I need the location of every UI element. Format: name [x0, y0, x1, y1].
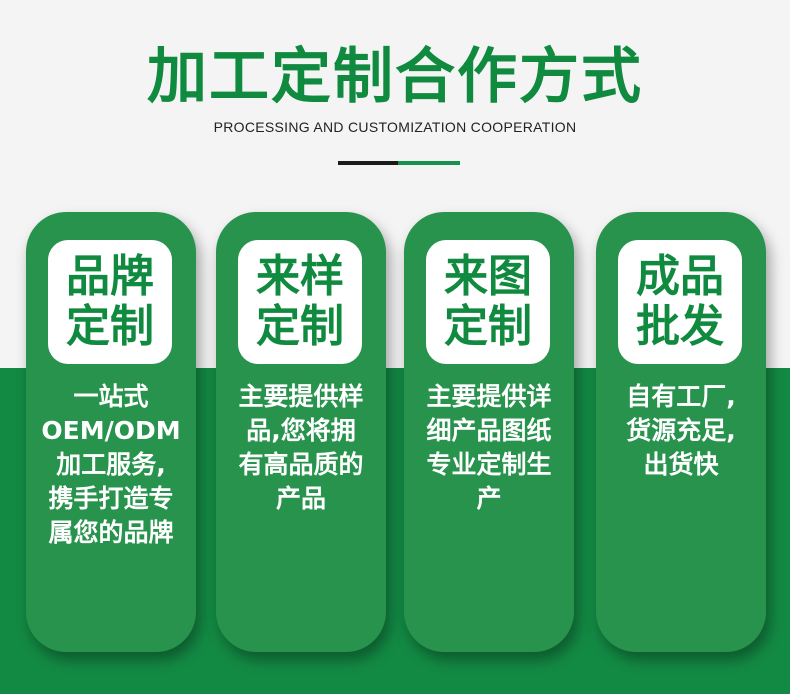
- badge-line: 定制: [66, 301, 154, 352]
- title-divider-dark: [338, 161, 398, 165]
- desc-line: 携手打造专: [48, 484, 174, 513]
- badge-line: 成品: [636, 251, 724, 302]
- page-title: 加工定制合作方式: [147, 42, 643, 112]
- badge-line: 来样: [256, 251, 344, 302]
- card-badge: 品牌 定制: [48, 240, 172, 364]
- card-wholesale: 成品 批发 自有工厂, 货源充足, 出货快: [596, 212, 766, 652]
- card-badge: 来图 定制: [426, 240, 550, 364]
- badge-line: 来图: [444, 251, 532, 302]
- card-description: 一站式 OEM/ODM 加工服务, 携手打造专 属您的品牌: [26, 380, 196, 550]
- page-subtitle: PROCESSING AND CUSTOMIZATION COOPERATION: [213, 119, 577, 135]
- desc-line: 货源充足,: [626, 416, 736, 445]
- card-description: 自有工厂, 货源充足, 出货快: [596, 380, 766, 482]
- desc-line: 品,您将拥: [246, 416, 356, 445]
- desc-line: 加工服务,: [56, 450, 166, 479]
- desc-line: 主要提供样: [238, 382, 364, 411]
- desc-line: 细产品图纸: [426, 416, 552, 445]
- desc-line: 产品: [275, 484, 326, 513]
- desc-line: 专业定制生: [426, 450, 552, 479]
- desc-line: 出货快: [643, 450, 719, 479]
- desc-line: 主要提供详: [426, 382, 552, 411]
- title-divider-green: [398, 161, 460, 165]
- desc-line: 一站式: [73, 382, 149, 411]
- card-sample-custom: 来样 定制 主要提供样 品,您将拥 有高品质的 产品: [216, 212, 386, 652]
- card-description: 主要提供样 品,您将拥 有高品质的 产品: [216, 380, 386, 516]
- desc-line: 有高品质的: [238, 450, 364, 479]
- badge-line: 定制: [256, 301, 344, 352]
- card-drawing-custom: 来图 定制 主要提供详 细产品图纸 专业定制生 产: [404, 212, 574, 652]
- card-badge: 成品 批发: [618, 240, 742, 364]
- badge-line: 品牌: [66, 251, 154, 302]
- card-brand-custom: 品牌 定制 一站式 OEM/ODM 加工服务, 携手打造专 属您的品牌: [26, 212, 196, 652]
- desc-line: 自有工厂,: [626, 382, 736, 411]
- card-description: 主要提供详 细产品图纸 专业定制生 产: [404, 380, 574, 516]
- desc-line: OEM/ODM: [41, 416, 181, 445]
- badge-line: 批发: [636, 301, 724, 352]
- badge-line: 定制: [444, 301, 532, 352]
- card-badge: 来样 定制: [238, 240, 362, 364]
- desc-line: 产: [476, 484, 502, 513]
- desc-line: 属您的品牌: [48, 518, 174, 547]
